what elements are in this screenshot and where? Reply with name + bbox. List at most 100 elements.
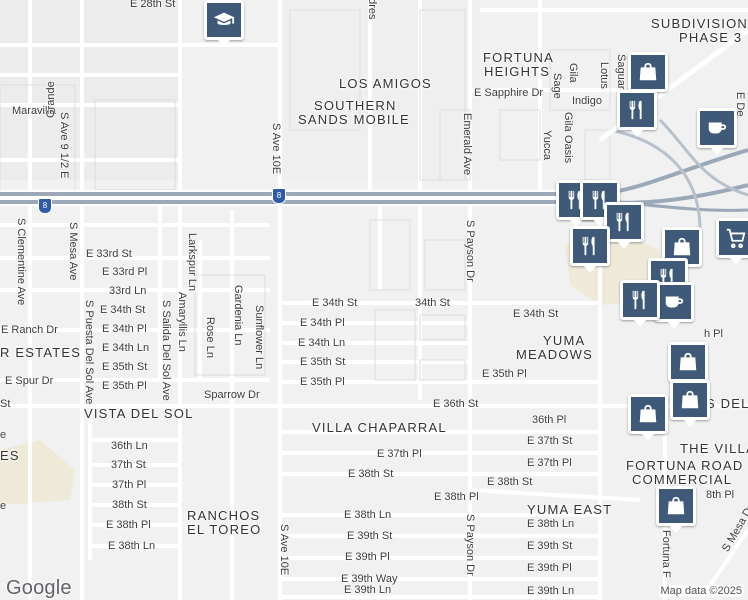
- area-label: VISTA DEL SOL: [84, 406, 194, 421]
- street-label: Sparrow Dr: [204, 389, 260, 401]
- street-label: 37th St: [111, 459, 146, 471]
- street-label: E 37th Pl: [377, 448, 422, 460]
- restaurant-icon[interactable]: [617, 90, 657, 137]
- street-label: S Ave 10E: [278, 524, 290, 576]
- map-attribution[interactable]: Map data ©2025: [658, 585, 744, 597]
- street-label: E 39th Way: [341, 573, 398, 585]
- street-label: E Sapphire Dr: [474, 87, 544, 99]
- shopping-icon[interactable]: [656, 486, 696, 533]
- street-label: Oasis: [562, 135, 574, 164]
- street-label: E 35th Pl: [102, 380, 147, 392]
- street-label: S Payson Dr: [464, 514, 476, 576]
- street-label: E 39th Pl: [345, 551, 390, 563]
- cafe-icon[interactable]: [697, 108, 737, 155]
- area-label: S DEL: [706, 396, 748, 411]
- street-label: E 35th St: [102, 361, 148, 373]
- street-label: St: [0, 398, 11, 410]
- area-label: YUMA EAST: [527, 502, 613, 517]
- street-label: S Payson Dr: [464, 220, 476, 282]
- area-label: COMMERCIAL: [632, 472, 733, 487]
- street-label: E 39th St: [527, 540, 573, 552]
- school-icon[interactable]: [204, 0, 244, 47]
- street-label: E 38th Pl: [434, 491, 479, 503]
- area-label: ES: [0, 448, 20, 463]
- shopping-icon[interactable]: [668, 342, 708, 389]
- street-label: E 37th Pl: [527, 457, 572, 469]
- area-label: HEIGHTS: [484, 64, 551, 79]
- area-label: EL TOREO: [187, 522, 262, 537]
- restaurant-icon[interactable]: [620, 280, 660, 327]
- area-label: LOS AMIGOS: [339, 76, 432, 91]
- street-label: E 34th Pl: [102, 323, 147, 335]
- restaurant-icon[interactable]: [604, 202, 644, 249]
- street-label: E 36th St: [433, 398, 479, 410]
- street-label: E 39th St: [347, 530, 393, 542]
- street-label: E 34th Ln: [102, 342, 150, 354]
- street-label: Yucca: [541, 130, 553, 160]
- street-label: E 34th Pl: [300, 317, 345, 329]
- area-label: SUBDIVISION: [651, 16, 748, 31]
- restaurant-icon[interactable]: [570, 226, 610, 273]
- street-label: S Puesta Del Sol Ave: [83, 300, 95, 405]
- street-label: Amaryllis Ln: [176, 292, 188, 352]
- street-label: E 35th St: [300, 356, 346, 368]
- shopping-icon[interactable]: [628, 52, 668, 99]
- street-label: 37th Pl: [112, 479, 147, 491]
- street-label: E 34th Ln: [298, 337, 346, 349]
- area-label: VILLA CHAPARRAL: [312, 420, 447, 435]
- street-label: Sunflower Ln: [253, 305, 265, 370]
- street-label: Gardenia Ln: [232, 285, 244, 346]
- street-label: S Mesa Ave: [67, 222, 79, 281]
- street-label: e: [0, 500, 7, 512]
- street-label: 33rd Ln: [109, 285, 147, 297]
- area-label: YUMA: [543, 333, 586, 348]
- street-label: S Clementine Ave: [15, 218, 27, 306]
- street-label: Saguar: [615, 54, 627, 90]
- street-label: E 33rd St: [86, 248, 132, 260]
- street-label: S Salida Del Sol Ave: [160, 300, 172, 401]
- street-label: E 34th St: [312, 297, 358, 309]
- street-label: E 38th Pl: [106, 519, 151, 531]
- shopping-icon[interactable]: [628, 394, 668, 441]
- street-label: E 34th St: [100, 304, 146, 316]
- street-label: E 38th Ln: [527, 518, 575, 530]
- street-label: E 35th Pl: [300, 376, 345, 388]
- street-label: E 39th Ln: [344, 584, 392, 596]
- street-label: Larkspur Ln: [186, 233, 198, 292]
- area-label: R ESTATES: [0, 345, 82, 360]
- shopping-icon[interactable]: [670, 380, 710, 427]
- street-label: e: [0, 429, 7, 441]
- area-label: SOUTHERN: [314, 98, 397, 113]
- street-label: E 39th Ln: [527, 585, 575, 597]
- street-label: Gila: [567, 63, 579, 83]
- street-label: E Spur Dr: [5, 375, 54, 387]
- street-label: E 39th Pl: [527, 562, 572, 574]
- area-label: SANDS MOBILE: [298, 112, 410, 127]
- street-label: E 38th St: [348, 468, 394, 480]
- street-label: Emerald Ave: [461, 113, 473, 176]
- street-label: E Ranch Dr: [1, 324, 58, 336]
- street-label: E 37th St: [527, 435, 573, 447]
- street-label: h Pl: [704, 328, 723, 340]
- street-label: Indigo: [572, 95, 602, 107]
- street-label: 34th St: [415, 297, 450, 309]
- street-label: E 38th Ln: [108, 540, 156, 552]
- interstate-shield: 8: [272, 188, 286, 204]
- area-label: FORTUNA ROAD: [626, 458, 744, 473]
- area-label: THE VILLA: [680, 441, 748, 456]
- cafe-icon[interactable]: [654, 282, 694, 329]
- street-label: S Ave 9 1/2 E: [58, 112, 70, 179]
- street-label: S Ave 10E: [270, 123, 282, 175]
- cart-icon[interactable]: [716, 218, 748, 265]
- street-label: Lotus: [598, 62, 610, 89]
- street-label: E 33rd Pl: [102, 266, 148, 278]
- area-label: MEADOWS: [516, 347, 594, 362]
- area-label: RANCHOS: [187, 508, 261, 523]
- interstate-shield: 8: [38, 198, 52, 214]
- street-label: ndres: [366, 0, 378, 20]
- street-label: Grande: [45, 81, 57, 118]
- google-logo: Google: [6, 577, 72, 599]
- area-label: PHASE 3: [679, 30, 743, 45]
